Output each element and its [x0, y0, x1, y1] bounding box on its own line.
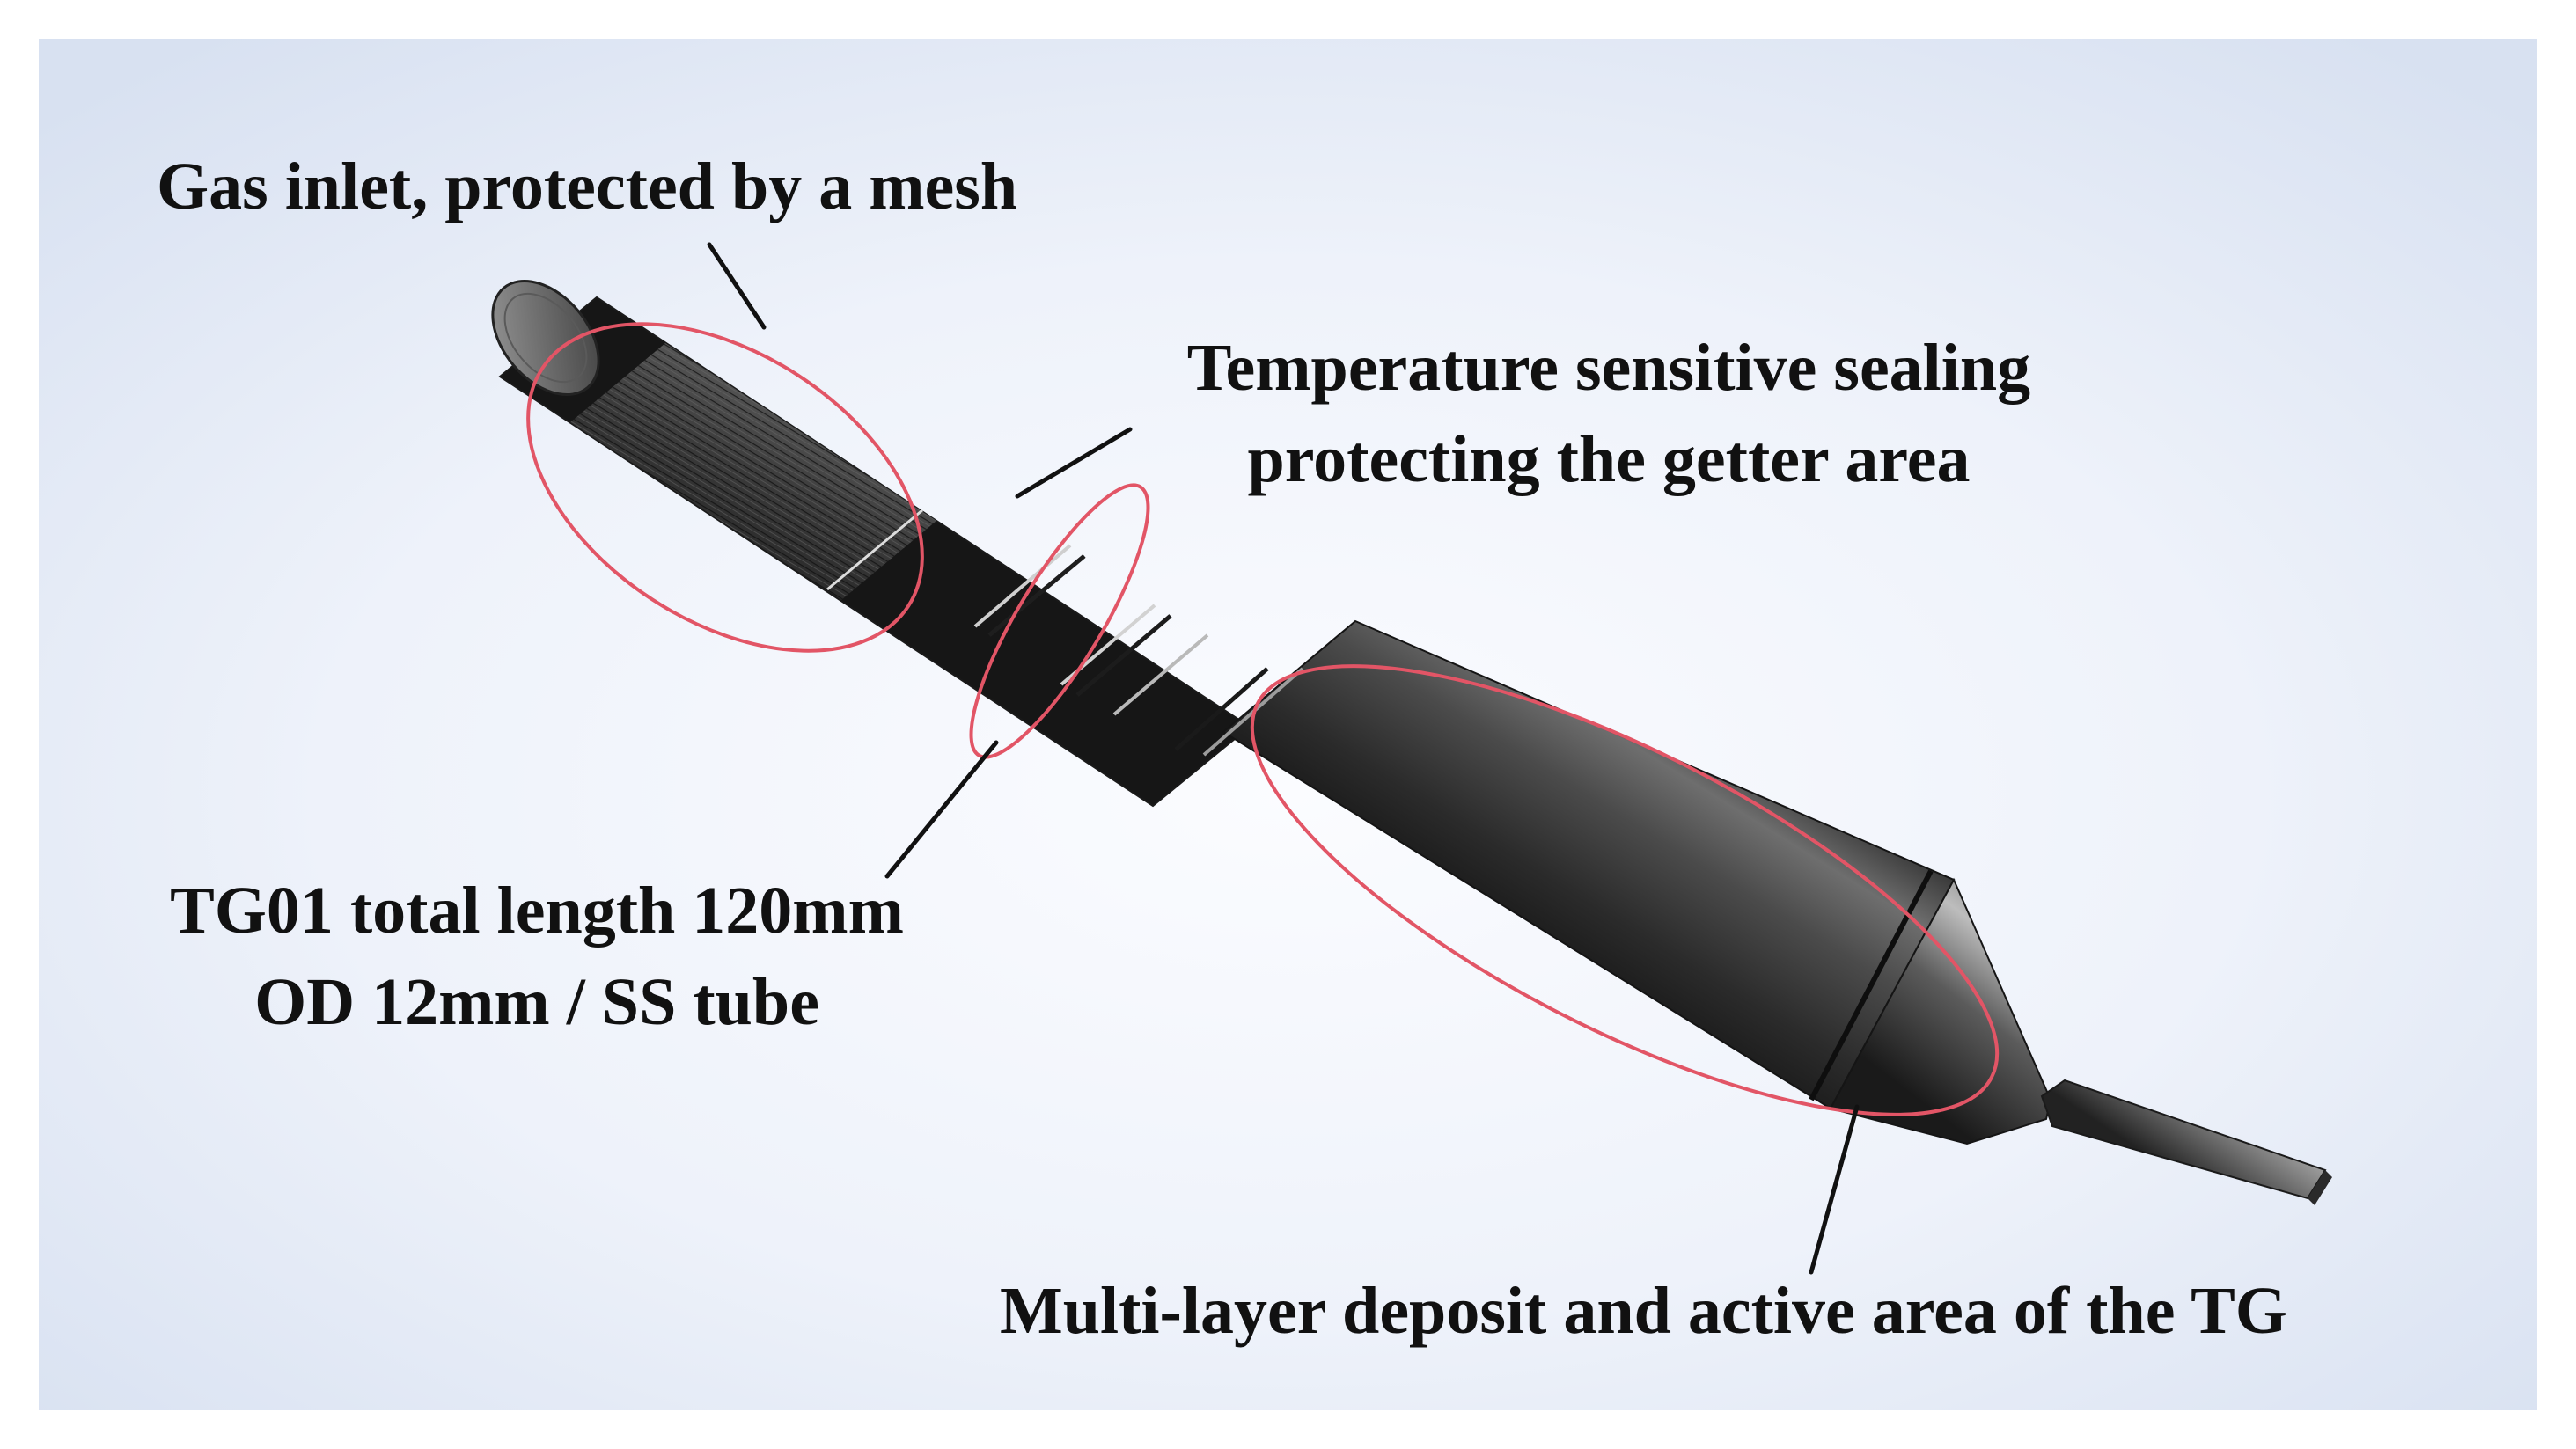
getter-tube: [491, 279, 2332, 1205]
leader-lines: [707, 242, 1860, 1275]
gas-inlet-leader: [707, 242, 767, 330]
sealing-text-line2: protecting the getter area: [1247, 422, 1971, 496]
mesh-texture: [570, 343, 936, 600]
length-text-line1: TG01 total length 120mm: [170, 874, 904, 948]
deposit-text: Multi-layer deposit and active area of t…: [1000, 1274, 2287, 1348]
deposit-highlight: [1250, 664, 2000, 1116]
ring: [1075, 614, 1172, 697]
ring: [987, 554, 1086, 637]
sealing-label: Temperature sensitive sealing protecting…: [1116, 322, 2102, 505]
ring: [826, 509, 923, 591]
gas-inlet-label: Gas inlet, protected by a mesh: [157, 141, 1017, 232]
deposit-leader: [1809, 1104, 1860, 1275]
stem-end: [2308, 1170, 2332, 1205]
tube-rings: [826, 509, 1934, 1101]
ring: [1809, 869, 1934, 1101]
inlet-end-cap: [491, 279, 600, 397]
highlight-ellipses: [526, 322, 2000, 1116]
sealing-text-line1: Temperature sensitive sealing: [1186, 331, 2031, 405]
inlet-end-cap-rim: [503, 292, 588, 384]
gas-inlet-text: Gas inlet, protected by a mesh: [157, 150, 1018, 223]
length-leader: [884, 740, 999, 879]
length-label: TG01 total length 120mm OD 12mm / SS tub…: [97, 865, 977, 1048]
gas-inlet-highlight: [526, 322, 924, 653]
ring: [1112, 633, 1209, 716]
sealing-highlight: [969, 483, 1150, 759]
length-text-line2: OD 12mm / SS tube: [254, 965, 819, 1039]
ring: [973, 544, 1072, 628]
ring: [1174, 667, 1269, 751]
deposit-label: Multi-layer deposit and active area of t…: [1000, 1265, 2287, 1357]
sealing-leader: [1015, 427, 1133, 499]
